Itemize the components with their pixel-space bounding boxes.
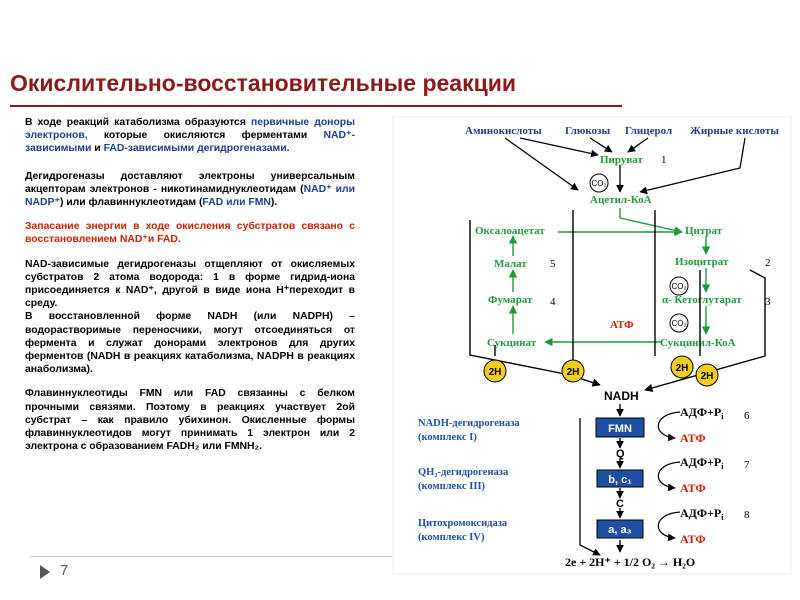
atp-3: АТФ bbox=[680, 532, 706, 546]
nadh-label: NADH bbox=[604, 389, 639, 403]
oxaloacetate-label: Оксалоацетат bbox=[475, 225, 545, 237]
co2-label: CO₂ bbox=[671, 319, 686, 328]
step-number-4: 4 bbox=[550, 296, 556, 308]
p2-highlight-nad: NAD⁺ или NADP⁺ bbox=[25, 183, 356, 209]
text-column: В ходе реакций катаболизма образуются пе… bbox=[25, 116, 355, 453]
source-arrows bbox=[504, 137, 746, 195]
diagram-frame bbox=[392, 116, 792, 575]
pyruvate-label: Пируват bbox=[600, 154, 644, 166]
complex-4-subtitle: (комплекс IV) bbox=[418, 532, 485, 543]
p1-highlight-nad: NAD⁺-зависимыми bbox=[25, 130, 355, 155]
h2-label: 2H bbox=[676, 363, 689, 374]
p1-text-4: . bbox=[286, 143, 290, 155]
complex-3-name: QH₂-дегидрогеназа bbox=[418, 467, 509, 478]
step-number-1: 1 bbox=[661, 154, 667, 166]
source-fatty-acids: Жирные кислоты bbox=[690, 125, 779, 137]
complex-4-name: Цитохромоксидаза bbox=[418, 518, 508, 529]
etc-chain-arrows bbox=[579, 404, 681, 556]
h2-badge-2: 2H bbox=[561, 359, 585, 383]
malate-label: Малат bbox=[494, 258, 527, 270]
isocitrate-label: Изоцитрат bbox=[675, 256, 729, 268]
source-glucose: Глюкозы bbox=[565, 125, 610, 137]
fmn-box bbox=[595, 417, 645, 438]
h2-badge-3: 2H bbox=[670, 355, 694, 379]
co2-badge-2: CO₂ bbox=[669, 313, 689, 333]
h2-label: 2H bbox=[489, 367, 502, 378]
p1-highlight-fad: FAD-зависимыми дегидрогеназами bbox=[103, 143, 287, 155]
paragraph-flavins: Флавиннуклеотиды FMN или FAD связанны с … bbox=[25, 388, 355, 453]
citrate-label: Цитрат bbox=[685, 225, 723, 237]
bc1-label: b, c₁ bbox=[608, 474, 632, 486]
final-equation: 2e + 2H⁺ + 1/2 O₂ → H₂O bbox=[565, 555, 695, 569]
p1-text-2: которые окисляются ферментами bbox=[87, 130, 324, 142]
co2-label: CO₂ bbox=[671, 282, 686, 291]
page-number: 7 bbox=[60, 562, 69, 579]
slide-title: Окислительно-восстановительные реакции bbox=[10, 70, 517, 96]
complex-1-name: NADH-дегидрогеназа bbox=[418, 418, 520, 429]
krebs-cycle-arrows bbox=[508, 208, 711, 347]
c-label: C bbox=[616, 498, 624, 510]
paragraph-acceptors: Дегидрогеназы доставляют электроны униве… bbox=[25, 170, 355, 210]
footer-divider bbox=[30, 556, 392, 557]
succinyl-coa-label: Сукцинил-КоА bbox=[660, 337, 736, 349]
h2-label: 2H bbox=[701, 371, 714, 382]
succinate-label: Сукцинат bbox=[487, 337, 537, 349]
paragraph-donors: В ходе реакций катаболизма образуются пе… bbox=[25, 116, 355, 156]
step-number-3: 3 bbox=[765, 296, 771, 308]
paragraph-nad-dehydrogenases: NAD-зависимые дегидрогеназы отщепляют от… bbox=[25, 258, 355, 310]
co2-label: CO₂ bbox=[591, 179, 606, 188]
p1-text-3: и bbox=[91, 143, 104, 155]
h2-label: 2H bbox=[567, 367, 580, 378]
complex-3-subtitle: (комплекс III) bbox=[418, 481, 486, 492]
p1-text: В ходе реакций катаболизма образуются bbox=[25, 117, 251, 128]
adp-pi-1: АДФ+Pi bbox=[680, 405, 724, 421]
paragraph-energy: Запасание энергии в ходе окисления субст… bbox=[25, 221, 355, 246]
atp-2: АТФ bbox=[680, 481, 706, 495]
aa3-label: a, a₃ bbox=[608, 524, 631, 536]
step-number-6: 6 bbox=[744, 410, 750, 422]
step-number-7: 7 bbox=[744, 459, 750, 471]
p2-highlight-fad: FAD или FMN bbox=[202, 197, 271, 209]
adp-pi-3: АДФ+Pi bbox=[680, 506, 724, 522]
h2-badge-4: 2H bbox=[695, 363, 719, 387]
atp-1: АТФ bbox=[680, 431, 706, 445]
p2-text-2: ) или флавиннуклеотидам ( bbox=[59, 197, 203, 209]
ketoglutarate-label: α- Кетоглутарат bbox=[662, 294, 742, 306]
fmn-label: FMN bbox=[608, 423, 632, 435]
bc1-box bbox=[596, 469, 644, 488]
source-amino-acids: Аминокислоты bbox=[465, 125, 542, 137]
q-label: Q bbox=[616, 448, 625, 460]
aa3-box bbox=[596, 519, 644, 539]
p2-text: Дегидрогеназы доставляют электроны униве… bbox=[25, 170, 355, 195]
metabolism-diagram: Аминокислоты Глюкозы Глицерол Жирные кис… bbox=[392, 116, 792, 575]
p2-text-3: ). bbox=[270, 197, 278, 209]
co2-badge-top: CO₂ bbox=[589, 173, 609, 193]
fumarate-label: Фумарат bbox=[488, 294, 533, 306]
cycle-atp-label: АТФ bbox=[610, 319, 634, 331]
step-number-5: 5 bbox=[550, 258, 556, 270]
adp-pi-2: АДФ+Pi bbox=[680, 455, 724, 471]
source-glycerol: Глицерол bbox=[625, 125, 672, 137]
acetyl-coa-label: Ацетил-КоА bbox=[590, 194, 652, 206]
paragraph-nadh-form: В восстановленной форме NADH (или NADPH)… bbox=[25, 311, 355, 376]
title-underline bbox=[10, 105, 622, 107]
step-number-8: 8 bbox=[744, 509, 750, 521]
p1-highlight-donors: первичные доноры электронов, bbox=[25, 117, 356, 142]
complex-1-subtitle: (комплекс I) bbox=[418, 432, 477, 443]
step-number-2: 2 bbox=[765, 257, 771, 269]
co2-badge-1: CO₂ bbox=[669, 276, 689, 296]
h2-badge-1: 2H bbox=[483, 359, 507, 383]
next-slide-arrow-icon[interactable] bbox=[40, 565, 50, 579]
